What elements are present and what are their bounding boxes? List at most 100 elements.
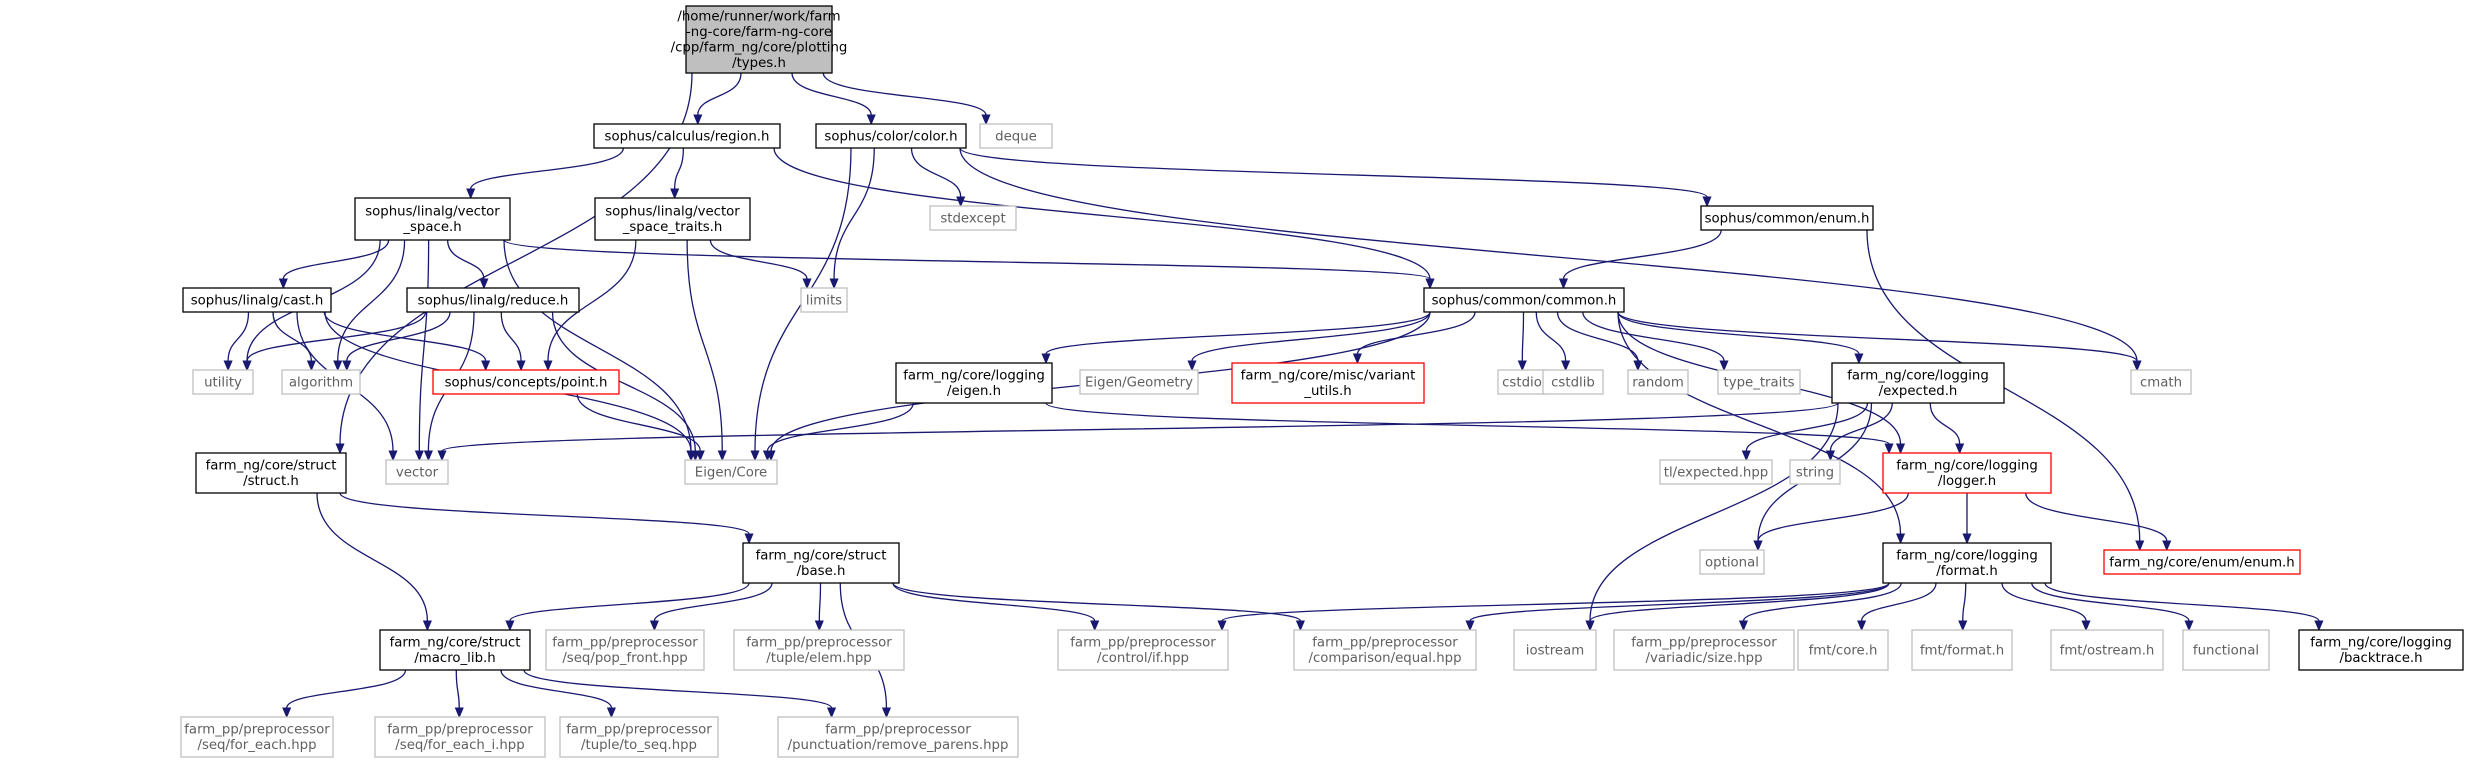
node-label-line: /cpp/farm_ng/core/plotting	[671, 41, 848, 56]
edge-arrowhead	[1825, 450, 1836, 462]
node-enum-enum[interactable]: farm_ng/core/enum/enum.h	[2103, 549, 2301, 575]
edge-line	[1356, 311, 1476, 355]
edge-arrowhead	[866, 114, 876, 126]
edge-color-to-limits	[829, 147, 875, 290]
node-macro-lib[interactable]: farm_ng/core/struct/macro_lib.h	[379, 629, 531, 671]
node-struct-h[interactable]: farm_ng/core/struct/struct.h	[195, 452, 347, 494]
node-vs-traits[interactable]: sophus/linalg/vector_space_traits.h	[594, 197, 751, 241]
edge-arrowhead	[388, 450, 398, 462]
edge-arrowhead	[454, 707, 464, 719]
edge-color-to-enum_h	[959, 147, 1712, 208]
edge-cast-to-utility	[223, 311, 250, 372]
node-label-line: sophus/common/enum.h	[1705, 211, 1870, 226]
node-logger[interactable]: farm_ng/core/logging/logger.h	[1882, 452, 2052, 494]
node-label-line: farm_ng/core/struct	[390, 636, 521, 651]
node-box	[929, 205, 1017, 231]
node-variant[interactable]: farm_ng/core/misc/variant_utils.h	[1231, 362, 1425, 404]
node-point[interactable]: sophus/concepts/point.h	[432, 369, 620, 395]
node-label-line: optional	[1705, 555, 1759, 570]
edge-expected-to-string	[1825, 402, 1893, 462]
node-box	[379, 629, 531, 671]
edge-line	[1829, 402, 1893, 452]
node-root[interactable]: /home/runner/work/farm-ng-core/farm-ng-c…	[671, 5, 848, 74]
edge-arrowhead	[335, 443, 345, 455]
edge-base-to-control_if	[892, 582, 1100, 632]
edge-line	[686, 239, 723, 452]
node-backtrace[interactable]: farm_ng/core/logging/backtrace.h	[2298, 629, 2464, 671]
edge-arrowhead	[1738, 620, 1749, 632]
edge-cast-to-point	[323, 311, 491, 372]
edge-line	[346, 311, 451, 362]
node-label-line: /tuple/elem.hpp	[766, 651, 871, 666]
edge-line	[2001, 582, 2087, 622]
node-label-line: sophus/concepts/point.h	[445, 375, 608, 390]
node-log-eigen[interactable]: farm_ng/core/logging/eigen.h	[895, 362, 1053, 404]
edge-line	[523, 669, 833, 709]
node-label-line: -ng-core/farm-ng-core	[686, 25, 832, 40]
node-enum-h[interactable]: sophus/common/enum.h	[1700, 205, 1874, 231]
node-cast[interactable]: sophus/linalg/cast.h	[182, 287, 332, 313]
node-label-line: farm_ng/core/logging	[903, 369, 1045, 384]
edge-line	[1962, 582, 1967, 622]
node-expected[interactable]: farm_ng/core/logging/expected.h	[1831, 362, 2005, 404]
node-for-each-i: farm_pp/preprocessor/seq/for_each_i.hpp	[374, 716, 546, 758]
node-box	[195, 452, 347, 494]
node-eigen-core: Eigen/Core	[684, 459, 778, 485]
node-reduce[interactable]: sophus/linalg/reduce.h	[406, 287, 580, 313]
node-base[interactable]: farm_ng/core/struct/base.h	[742, 542, 900, 584]
edge-base-to-tuple_elem	[814, 582, 824, 632]
edge-line	[455, 669, 460, 709]
node-box	[1293, 629, 1477, 671]
edge-vs_traits-to-eigen_core	[686, 239, 727, 462]
edge-vector_space-to-algorithm	[333, 239, 406, 372]
edge-arrowhead	[1041, 353, 1051, 365]
edge-arrowhead	[1955, 443, 1965, 455]
edge-arrowhead	[1753, 540, 1763, 552]
edge-format-to-backtrace	[2044, 582, 2324, 632]
node-label-line: Eigen/Core	[695, 465, 767, 480]
node-box	[593, 123, 781, 149]
node-region[interactable]: sophus/calculus/region.h	[593, 123, 781, 149]
edge-vector_space-to-eigen_core	[503, 239, 696, 462]
edge-common-to-cstdio	[1517, 311, 1527, 372]
node-format[interactable]: farm_ng/core/logging/format.h	[1882, 542, 2052, 584]
edge-line	[1221, 582, 1890, 622]
edge-common-to-type_traits	[1582, 311, 1729, 372]
edge-line	[500, 311, 522, 362]
node-box	[685, 5, 833, 74]
edge-arrowhead	[466, 188, 476, 200]
edge-line	[910, 147, 962, 198]
node-pop-front: farm_pp/preprocessor/seq/pop_front.hpp	[545, 629, 705, 671]
edge-arrowhead	[1962, 533, 1972, 545]
node-box	[1497, 369, 1547, 395]
edge-format-to-fmt_core	[1857, 582, 1937, 632]
node-box	[733, 629, 905, 671]
edge-line	[1617, 311, 2138, 362]
node-label-line: _space_traits.h	[622, 220, 723, 235]
edge-format-to-fmt_ostream	[2001, 582, 2091, 632]
node-string: string	[1789, 459, 1841, 485]
node-box	[742, 542, 900, 584]
edge-line	[1562, 229, 1722, 280]
node-box	[895, 362, 1053, 404]
edge-arrowhead	[1217, 620, 1227, 632]
node-box	[1057, 629, 1229, 671]
node-box	[281, 369, 361, 395]
node-color[interactable]: sophus/color/color.h	[815, 123, 967, 149]
edge-line	[1929, 402, 1961, 445]
edge-arrowhead	[2162, 540, 2172, 552]
node-type-traits: type_traits	[1717, 369, 1801, 395]
node-box	[432, 369, 620, 395]
node-box	[1882, 452, 2052, 494]
node-cstdio: cstdio	[1497, 369, 1547, 395]
node-control-if: farm_pp/preprocessor/control/if.hpp	[1057, 629, 1229, 671]
node-box	[2050, 629, 2164, 671]
edge-format-to-functional	[2031, 582, 2194, 632]
node-remove-parens: farm_pp/preprocessor/punctuation/remove_…	[777, 716, 1019, 758]
node-vector-space[interactable]: sophus/linalg/vector_space.h	[354, 197, 511, 241]
node-cstdlib: cstdlib	[1542, 369, 1604, 395]
node-common[interactable]: sophus/common/common.h	[1423, 287, 1625, 313]
node-box	[815, 123, 967, 149]
edge-line	[1589, 582, 1890, 622]
node-label-line: random	[1632, 375, 1684, 390]
